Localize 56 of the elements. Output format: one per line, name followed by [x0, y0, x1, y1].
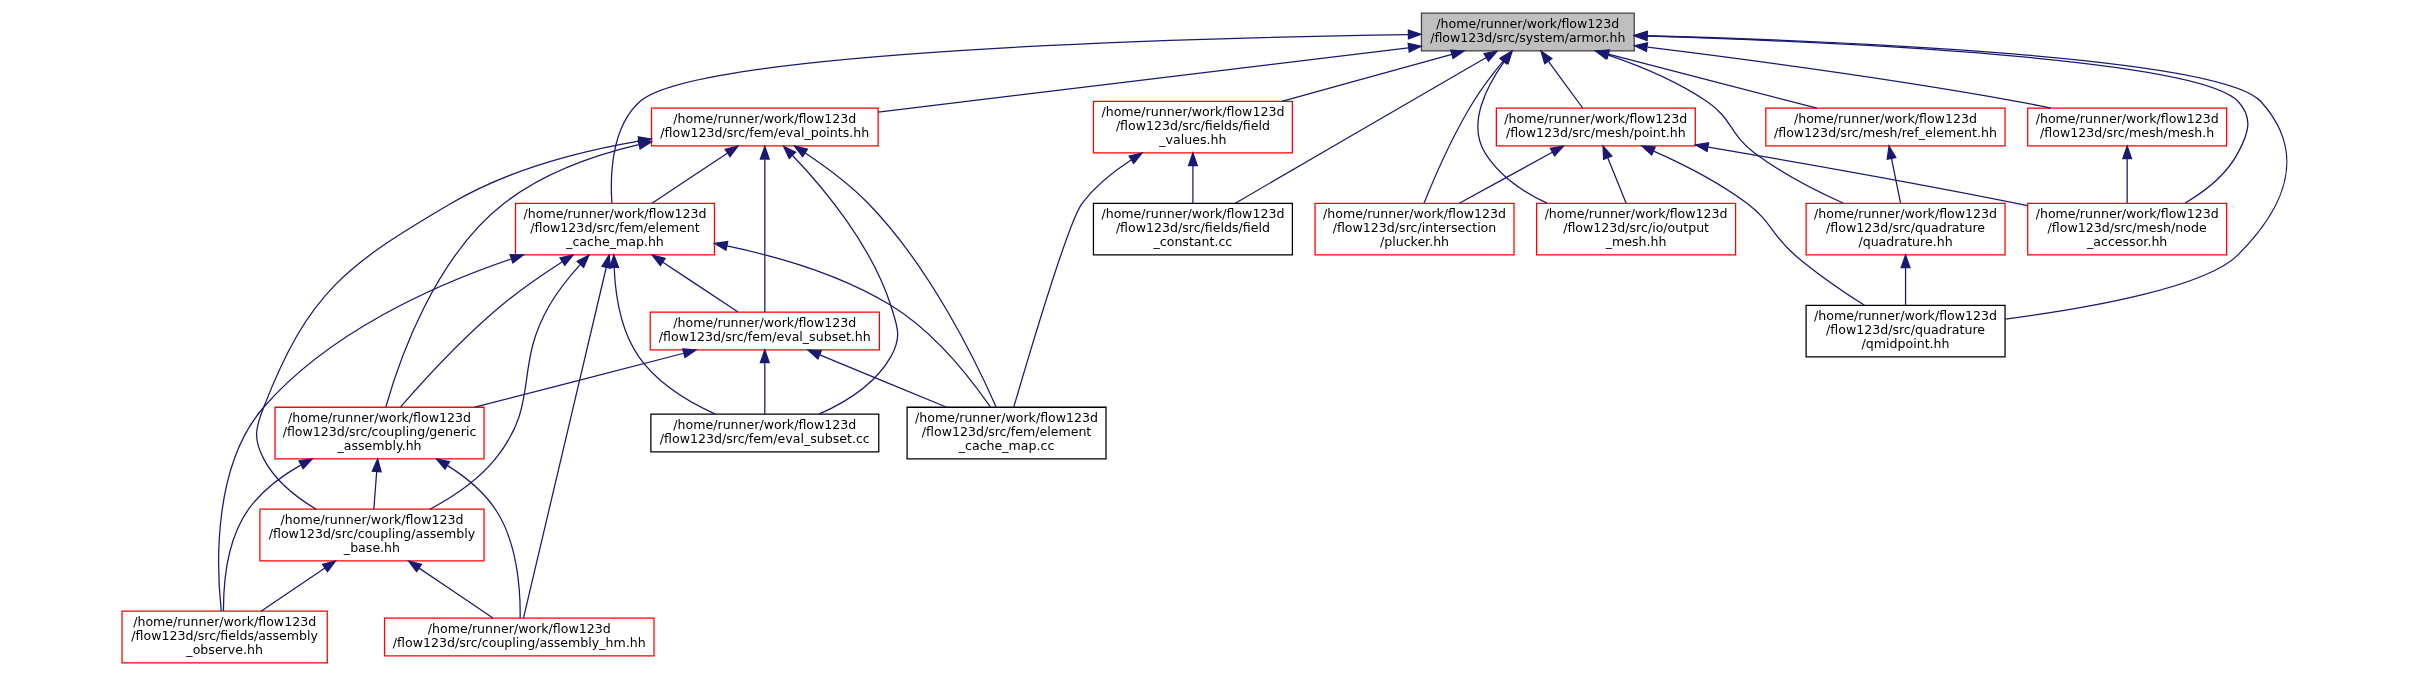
arrow	[1886, 144, 1902, 204]
arrow	[1632, 30, 2249, 204]
node-box: /home/runner/work/flow123d /flow123d/src/fem/eval_subset.cc	[650, 413, 880, 453]
node-box: /home/runner/work/flow123d /flow123d/src/mesh/mesh.h	[2027, 107, 2228, 147]
node-box: /home/runner/work/flow123d /flow123d/src/intersection /plucker.hh	[1314, 202, 1515, 256]
arrow	[1640, 145, 1866, 306]
arrow	[371, 457, 382, 510]
arrow	[407, 559, 494, 619]
arrow	[1281, 49, 1466, 102]
arrow	[792, 144, 997, 408]
node-box: /home/runner/work/flow123d /flow123d/src/mesh/node _accessor.hh	[2027, 202, 2228, 256]
arrow	[429, 253, 591, 510]
arrow	[1187, 151, 1199, 204]
node-box: /home/runner/work/flow123d /flow123d/src/fem/element _cache_map.cc	[906, 406, 1107, 460]
node-box: /home/runner/work/flow123d /flow123d/src/fem/eval_subset.hh	[649, 311, 880, 351]
arrow	[399, 253, 575, 408]
arrow	[1234, 50, 1499, 204]
node-box: /home/runner/work/flow123d /flow123d/src/system/armor.hh	[1420, 12, 1635, 52]
arrow	[222, 458, 314, 612]
arrow	[1632, 30, 2288, 320]
node-box: /home/runner/work/flow123d /flow123d/src/coupling/assembly_hm.hh	[383, 617, 655, 657]
node-box: /home/runner/work/flow123d /flow123d/src/quadrature /quadrature.hh	[1805, 202, 2006, 256]
arrow	[1013, 152, 1144, 408]
arrow	[1900, 253, 1911, 306]
arrow	[608, 253, 716, 415]
arrow	[1458, 145, 1566, 204]
arrow	[651, 145, 740, 204]
arrow	[1632, 42, 2052, 109]
arrow	[260, 559, 338, 612]
node-box: /home/runner/work/flow123d /flow123d/src/fields/field _constant.cc	[1092, 202, 1293, 256]
arrow	[522, 253, 612, 619]
arrow	[474, 348, 698, 408]
node-box: /home/runner/work/flow123d /flow123d/src/fields/assembly _observe.hh	[121, 610, 328, 664]
arrow	[1693, 141, 2029, 207]
arrow	[806, 349, 948, 408]
arrow	[1602, 144, 1627, 204]
node-box: /home/runner/work/flow123d /flow123d/src/mesh/ref_element.hh	[1765, 107, 2006, 147]
node-box: /home/runner/work/flow123d /flow123d/src/fields/field _values.hh	[1092, 100, 1293, 154]
arrow	[759, 144, 771, 313]
arrow	[759, 348, 771, 415]
node-box: /home/runner/work/flow123d /flow123d/src/coupling/generic _assembly.hh	[274, 406, 485, 460]
arrow	[2121, 144, 2133, 204]
node-box: /home/runner/work/flow123d /flow123d/src/coupling/assembly _base.hh	[259, 508, 485, 562]
node-box: /home/runner/work/flow123d /flow123d/src/quadrature /qmidpoint.hh	[1805, 304, 2006, 358]
node-box: /home/runner/work/flow123d /flow123d/src/io/output _mesh.hh	[1536, 202, 1737, 256]
arrow	[218, 254, 526, 612]
node-box: /home/runner/work/flow123d /flow123d/src/mesh/point.hh	[1495, 107, 1696, 147]
arrow	[877, 42, 1424, 113]
arrow	[712, 240, 992, 408]
arrow	[610, 29, 1423, 204]
node-box: /home/runner/work/flow123d /flow123d/src/fem/element _cache_map.hh	[514, 202, 716, 256]
arrow	[434, 458, 521, 619]
arrow	[782, 144, 899, 415]
node-box: /home/runner/work/flow123d /flow123d/src/fem/eval_points.hh	[650, 107, 879, 147]
arrow	[650, 254, 739, 313]
arrow	[1539, 49, 1584, 109]
